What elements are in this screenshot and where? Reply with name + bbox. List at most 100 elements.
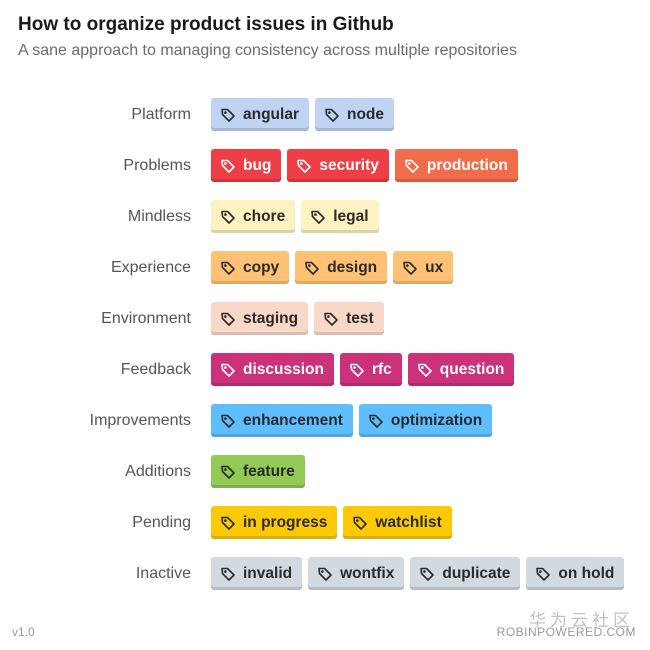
label-group: enhancement optimization (211, 404, 493, 437)
tag-icon (220, 413, 236, 429)
label-chip-text: wontfix (340, 564, 395, 582)
label-chip-text: chore (243, 207, 286, 225)
category-label: Pending (132, 514, 191, 531)
label-chip[interactable]: question (407, 353, 515, 386)
category-row: Problems bug security production (0, 149, 650, 200)
category-label: Experience (110, 259, 191, 276)
label-group: in progress watchlist (211, 506, 452, 539)
label-chip-text: in progress (243, 513, 328, 531)
label-chip[interactable]: design (295, 251, 388, 284)
tag-icon (324, 107, 340, 123)
credit-link[interactable]: ROBINPOWERED.COM (496, 625, 636, 639)
tag-icon (402, 260, 418, 276)
label-chip-text: angular (243, 105, 299, 123)
tag-icon (404, 158, 420, 174)
label-chip[interactable]: copy (211, 251, 290, 284)
label-chip[interactable]: node (314, 98, 395, 131)
label-chip[interactable]: chore (211, 200, 296, 233)
label-chip-text: rfc (371, 360, 392, 378)
label-chip[interactable]: security (287, 149, 389, 182)
tag-icon (352, 515, 368, 531)
tag-icon (220, 260, 236, 276)
label-chip[interactable]: watchlist (343, 506, 452, 539)
label-group: copy design ux (211, 251, 454, 284)
label-group: bug security production (211, 149, 518, 182)
label-group: discussion rfc question (211, 353, 515, 386)
category-label: Additions (125, 463, 191, 480)
category-row: Improvements enhancement optimization (0, 404, 650, 455)
category-row: Platform angular node (0, 98, 650, 149)
category-row: Feedback discussion rfc question (0, 353, 650, 404)
page-subtitle: A sane approach to managing consistency … (18, 42, 517, 59)
label-chip-text: copy (243, 258, 280, 276)
label-group: feature (211, 455, 305, 488)
category-label: Feedback (120, 361, 191, 378)
tag-icon (296, 158, 312, 174)
category-label: Platform (131, 106, 191, 123)
label-group: staging test (211, 302, 384, 335)
category-label: Mindless (127, 208, 191, 225)
label-chip[interactable]: angular (211, 98, 309, 131)
label-chip[interactable]: duplicate (410, 557, 521, 590)
tag-icon (220, 107, 236, 123)
label-chip[interactable]: rfc (339, 353, 402, 386)
category-label: Problems (123, 157, 191, 174)
label-chip-text: feature (243, 462, 295, 480)
label-chip[interactable]: enhancement (211, 404, 353, 437)
tag-icon (220, 362, 236, 378)
label-chip-text: legal (333, 207, 369, 225)
label-chip-text: design (327, 258, 378, 276)
tag-icon (220, 515, 236, 531)
category-label: Environment (101, 310, 191, 327)
label-chip-text: invalid (243, 564, 293, 582)
tag-icon (535, 566, 551, 582)
category-row: Environment staging test (0, 302, 650, 353)
tag-icon (220, 464, 236, 480)
tag-icon (220, 158, 236, 174)
category-row: Inactive invalid wontfix duplicate on hold (0, 557, 650, 608)
category-row: Additions feature (0, 455, 650, 506)
label-chip[interactable]: discussion (211, 353, 334, 386)
tag-icon (323, 311, 339, 327)
label-chip[interactable]: legal (301, 200, 379, 233)
label-chip[interactable]: feature (211, 455, 305, 488)
category-row: Mindless chore legal (0, 200, 650, 251)
label-chip[interactable]: invalid (211, 557, 303, 590)
tag-icon (220, 209, 236, 225)
label-chip-text: production (426, 156, 508, 174)
label-chip-text: ux (425, 258, 444, 276)
label-chip-text: node (346, 105, 385, 123)
label-chip-text: bug (243, 156, 272, 174)
label-chip[interactable]: on hold (526, 557, 625, 590)
label-chip[interactable]: optimization (358, 404, 493, 437)
label-chip[interactable]: test (314, 302, 384, 335)
label-chip-text: duplicate (442, 564, 511, 582)
tag-icon (419, 566, 435, 582)
version-label: v1.0 (12, 625, 35, 639)
label-chip[interactable]: in progress (211, 506, 338, 539)
category-row: Experience copy design ux (0, 251, 650, 302)
label-chip[interactable]: bug (211, 149, 282, 182)
label-chip-text: on hold (558, 564, 615, 582)
label-chip[interactable]: staging (211, 302, 309, 335)
tag-icon (310, 209, 326, 225)
label-chip-text: optimization (390, 411, 483, 429)
category-label: Improvements (89, 412, 191, 429)
tag-icon (304, 260, 320, 276)
watermark: 华为云社区 (529, 611, 634, 630)
tag-icon (417, 362, 433, 378)
label-chip-text: security (319, 156, 379, 174)
label-chip-text: staging (243, 309, 299, 327)
label-chip[interactable]: ux (393, 251, 454, 284)
label-chip-text: discussion (243, 360, 324, 378)
tag-icon (349, 362, 365, 378)
tag-icon (220, 566, 236, 582)
category-label: Inactive (135, 565, 191, 582)
label-chip[interactable]: production (394, 149, 518, 182)
label-group: chore legal (211, 200, 379, 233)
page-title: How to organize product issues in Github (18, 14, 394, 35)
label-chip-text: watchlist (375, 513, 442, 531)
tag-icon (317, 566, 333, 582)
label-chip[interactable]: wontfix (308, 557, 405, 590)
